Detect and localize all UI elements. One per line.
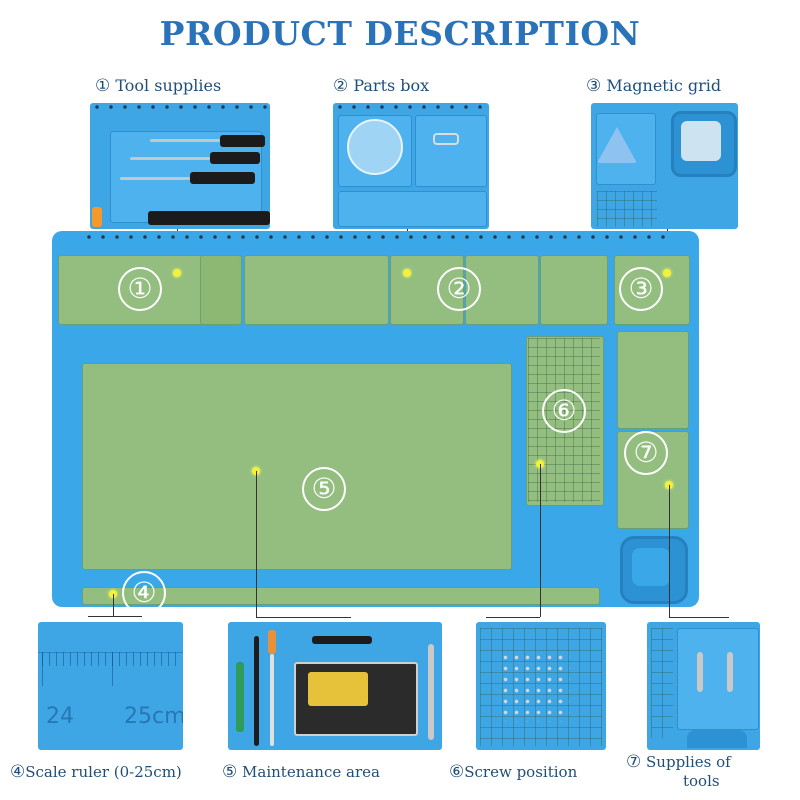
marker-1: ① — [118, 267, 162, 311]
ruler-major-ticks — [42, 652, 182, 686]
bowl-inner — [632, 548, 670, 586]
label-number: ③ — [586, 76, 602, 96]
label-number: ⑤ — [222, 762, 238, 782]
leader-line — [88, 616, 142, 617]
ruler-mark-24: 24 — [46, 704, 74, 729]
leader-line — [486, 617, 540, 618]
label-number: ① — [95, 76, 111, 96]
label-tool-supplies: ① Tool supplies — [95, 76, 221, 96]
screws-icon — [681, 121, 721, 161]
marker-2: ② — [437, 267, 481, 311]
leader-line — [669, 485, 670, 617]
parts-box-photo — [333, 103, 489, 229]
screwdriver-icon — [428, 644, 434, 740]
screws-icon — [500, 652, 570, 722]
marker-3: ③ — [619, 267, 663, 311]
marker-7: ⑦ — [624, 431, 668, 475]
zone-tool-supplies-right — [244, 255, 389, 325]
pick-icon — [597, 127, 637, 163]
zone-supplies-of-tools — [617, 331, 689, 429]
leader-line — [256, 471, 257, 617]
supplies-of-tools-photo — [647, 622, 760, 750]
label-text: Screw position — [464, 763, 578, 781]
screwdriver-handle — [220, 135, 265, 147]
screwdriver-handle — [210, 152, 260, 164]
label-text: Supplies of — [646, 753, 731, 771]
marker-6: ⑥ — [542, 389, 586, 433]
brush-icon — [148, 211, 270, 225]
label-supplies-of-tools-line2: tools — [683, 772, 720, 790]
label-text: Parts box — [353, 76, 430, 95]
marker-4: ④ — [122, 571, 166, 615]
mat-holes — [333, 105, 489, 109]
label-text: Maintenance area — [242, 763, 380, 781]
bit-icon — [697, 652, 703, 692]
label-text: Tool supplies — [115, 76, 222, 95]
suction-cup-icon — [347, 119, 403, 175]
label-number: ⑦ — [626, 752, 642, 772]
zone-parts-box — [540, 255, 608, 325]
tool-supplies-photo — [90, 103, 270, 229]
parts-compartment — [415, 115, 487, 187]
battery-icon — [308, 672, 368, 706]
orange-tool-icon — [92, 207, 102, 227]
leader-line — [113, 594, 114, 616]
zone-maintenance-area — [82, 363, 512, 570]
leader-line — [256, 617, 351, 618]
label-text: Magnetic grid — [606, 76, 722, 95]
label-parts-box: ② Parts box — [333, 76, 429, 96]
tool-compartment — [677, 628, 759, 730]
zone-scale-ruler — [82, 587, 600, 605]
label-supplies-of-tools: ⑦ Supplies of — [626, 752, 731, 772]
sim-pin-icon — [433, 133, 459, 145]
screwdriver-icon — [120, 177, 190, 180]
label-maintenance-area: ⑤ Maintenance area — [222, 762, 380, 782]
label-scale-ruler: ④Scale ruler (0-25cm) — [10, 762, 182, 782]
leader-line — [540, 464, 541, 617]
magnetic-bowl — [620, 536, 688, 604]
page-title: PRODUCT DESCRIPTION — [159, 14, 641, 53]
screw-position-photo — [476, 622, 606, 750]
marker-dot — [173, 269, 181, 277]
ruler-mark-25cm: 25cm — [124, 704, 183, 729]
marker-5: ⑤ — [302, 467, 346, 511]
label-number: ② — [333, 76, 349, 96]
maintenance-area-photo — [228, 622, 442, 750]
brush-bristles — [268, 630, 276, 654]
parts-compartment — [338, 191, 487, 227]
repair-mat: ① ② ③ ④ ⑤ ⑥ ⑦ — [52, 231, 699, 615]
pry-tool-icon — [236, 662, 244, 732]
marker-dot — [663, 269, 671, 277]
magnetic-bowl — [687, 730, 747, 748]
scale-ruler-photo: 24 25cm — [38, 622, 183, 750]
screwdriver-icon — [130, 157, 210, 160]
brush-icon — [270, 654, 274, 746]
screwdriver-icon — [150, 139, 220, 142]
mat-holes — [82, 235, 672, 239]
screwdriver-handle — [190, 172, 255, 184]
brush-icon — [312, 636, 372, 644]
leader-line — [669, 617, 729, 618]
screw-grid — [597, 191, 657, 227]
label-number: ⑥ — [449, 762, 465, 782]
label-magnetic-grid: ③ Magnetic grid — [586, 76, 721, 96]
label-number: ④ — [10, 762, 26, 782]
label-screw-position: ⑥Screw position — [449, 762, 577, 782]
zone-tool-slots — [200, 255, 242, 325]
magnetic-grid-photo — [591, 103, 738, 229]
mat-holes — [90, 105, 270, 109]
bit-icon — [727, 652, 733, 692]
marker-dot — [403, 269, 411, 277]
tweezers-icon — [254, 636, 259, 746]
label-text: Scale ruler (0-25cm) — [25, 763, 182, 781]
screw-grid — [651, 628, 673, 738]
